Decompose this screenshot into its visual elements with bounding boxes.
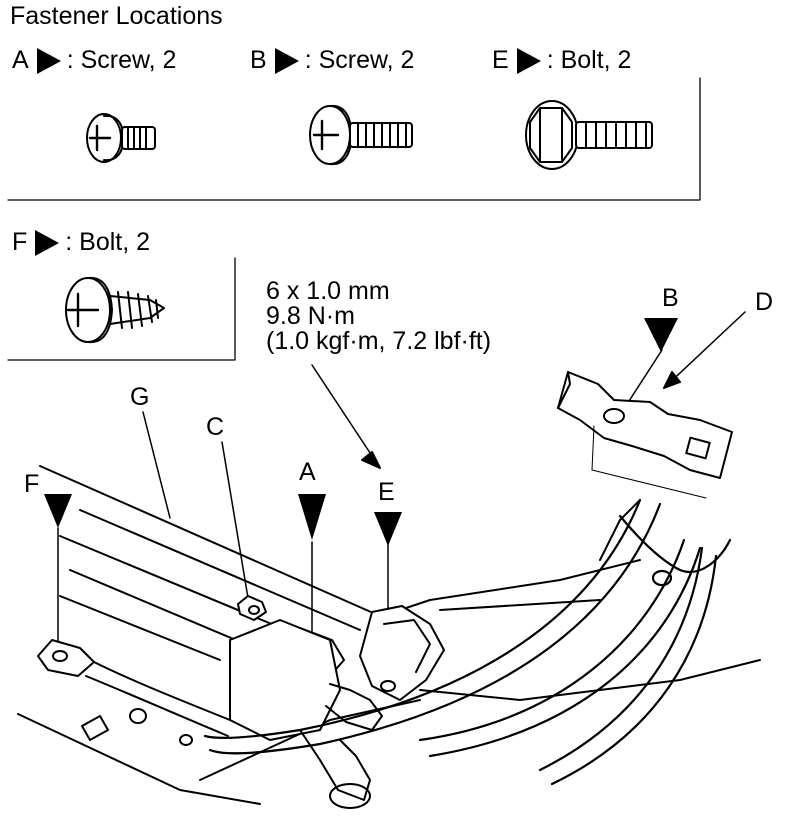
torque-size: 6 x 1.0 mm xyxy=(266,277,390,305)
cable-f xyxy=(85,661,231,737)
torque-alt: (1.0 kgf·m, 7.2 lbf·ft) xyxy=(266,327,492,355)
bracket-d xyxy=(557,371,733,499)
triangle-pointer-icon xyxy=(274,47,299,74)
fastener-e-letter: E xyxy=(492,46,509,74)
fastener-f-desc: : Bolt, 2 xyxy=(65,228,151,256)
fastener-f-letter: F xyxy=(12,228,28,256)
fastener-b-desc: : Screw, 2 xyxy=(304,46,415,74)
bolt-f-icon xyxy=(65,276,165,344)
callout-g: G xyxy=(130,383,150,411)
curved-cables xyxy=(203,498,732,786)
fastener-a-letter: A xyxy=(12,46,29,74)
fastener-b-letter: B xyxy=(250,46,267,74)
fastener-a-label: A : Screw, 2 xyxy=(12,46,176,75)
callout-f: F xyxy=(24,470,40,498)
mount-e xyxy=(359,605,445,701)
callout-d: D xyxy=(755,288,774,316)
marker-f-icon xyxy=(44,494,72,528)
triangle-pointer-icon xyxy=(36,47,61,74)
fastener-e-label: E : Bolt, 2 xyxy=(492,46,631,75)
fastener-f-label: F : Bolt, 2 xyxy=(12,228,150,257)
fastener-b-label: B : Screw, 2 xyxy=(250,46,414,75)
triangle-pointer-icon xyxy=(516,47,541,74)
leader-arrow-icon xyxy=(663,371,681,389)
fastener-a-desc: : Screw, 2 xyxy=(66,46,177,74)
bolt-e-icon xyxy=(525,100,653,170)
screw-b-icon xyxy=(309,104,413,166)
mount-f xyxy=(37,639,95,677)
triangle-pointer-icon xyxy=(35,229,60,256)
mount-c xyxy=(237,595,267,621)
callout-b: B xyxy=(662,284,679,312)
legend-box-top xyxy=(7,77,701,201)
callout-c: C xyxy=(206,413,225,441)
fastener-markers xyxy=(44,318,678,546)
marker-e-icon xyxy=(374,512,402,546)
fastener-e-desc: : Bolt, 2 xyxy=(546,46,632,74)
marker-b-icon xyxy=(644,318,678,352)
leader-arrow-icon xyxy=(361,451,381,469)
callout-e: E xyxy=(378,478,395,506)
actuator-body xyxy=(81,619,383,809)
torque-nm: 9.8 N·m xyxy=(266,302,355,330)
marker-a-icon xyxy=(298,494,326,540)
page-title: Fastener Locations xyxy=(10,2,223,30)
legend-box-f xyxy=(7,257,236,361)
screw-a-icon xyxy=(86,113,156,163)
callout-a: A xyxy=(299,458,316,486)
torque-spec: 6 x 1.0 mm 9.8 N·m (1.0 kgf·m, 7.2 lbf·f… xyxy=(266,279,491,354)
